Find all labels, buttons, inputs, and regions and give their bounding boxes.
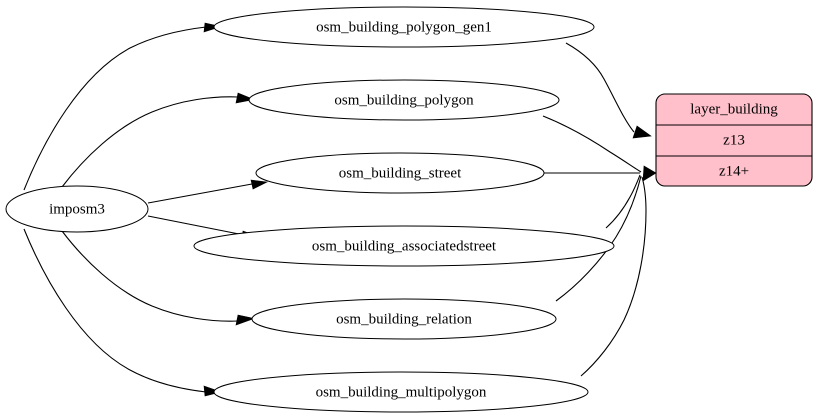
arrowhead-polygon [235, 92, 256, 104]
edge-imposm3-to-relation [61, 230, 239, 322]
node-osm-building-multipolygon[interactable]: osm_building_multipolygon [213, 371, 589, 413]
arrowhead-z13 [632, 125, 652, 139]
node-osm-building-associatedstreet-label: osm_building_associatedstreet [312, 238, 497, 254]
node-imposm3[interactable]: imposm3 [5, 185, 149, 233]
node-osm-building-relation-label: osm_building_relation [336, 311, 472, 327]
node-osm-building-relation[interactable]: osm_building_relation [251, 298, 557, 340]
edge-imposm3-to-associatedstreet [147, 215, 245, 236]
node-osm-building-polygon-shape [248, 79, 560, 121]
node-imposm3-shape [5, 185, 149, 233]
node-osm-building-polygon-gen1-label: osm_building_polygon_gen1 [316, 19, 492, 35]
edge-polygon-to-z14plus [542, 115, 642, 173]
node-osm-building-polygon-gen1-shape [213, 6, 595, 48]
edge-group-tables-to-layer [542, 42, 657, 377]
node-osm-building-street[interactable]: osm_building_street [255, 152, 545, 194]
arrowhead-z14plus [642, 165, 657, 182]
arrowhead-polygon-gen1 [203, 22, 223, 33]
node-layer-building-shape [655, 93, 813, 187]
node-layer-building[interactable]: layer_building z13 z14+ [655, 93, 813, 187]
node-osm-building-polygon-gen1[interactable]: osm_building_polygon_gen1 [213, 6, 595, 48]
edge-polygon-gen1-to-z13 [565, 42, 635, 133]
arrowhead-street [250, 179, 269, 190]
node-osm-building-associatedstreet-shape [193, 225, 615, 267]
edge-multipolygon-to-z14plus [580, 176, 647, 377]
edge-imposm3-to-multipolygon [23, 228, 207, 393]
arrowhead-relation [235, 314, 256, 326]
arrowhead-multipolygon [203, 385, 223, 397]
layer-building-name-label: layer_building [690, 101, 778, 117]
node-osm-building-street-shape [255, 152, 545, 194]
node-osm-building-multipolygon-shape [213, 371, 589, 413]
edge-relation-to-z14plus [555, 175, 642, 302]
edge-associatedstreet-to-z14plus [605, 174, 641, 229]
node-osm-building-relation-shape [251, 298, 557, 340]
node-osm-building-polygon-label: osm_building_polygon [334, 92, 474, 108]
node-osm-building-associatedstreet[interactable]: osm_building_associatedstreet [193, 225, 615, 267]
edge-imposm3-to-polygon-gen1 [23, 26, 207, 191]
node-osm-building-polygon[interactable]: osm_building_polygon [248, 79, 560, 121]
layer-building-z14plus-label: z14+ [719, 163, 749, 179]
edge-imposm3-to-street [147, 183, 253, 204]
layer-building-z13-label: z13 [723, 132, 745, 148]
node-osm-building-multipolygon-label: osm_building_multipolygon [316, 384, 487, 400]
node-imposm3-label: imposm3 [49, 201, 105, 217]
node-osm-building-street-label: osm_building_street [339, 165, 462, 181]
edge-imposm3-to-polygon [61, 96, 239, 188]
